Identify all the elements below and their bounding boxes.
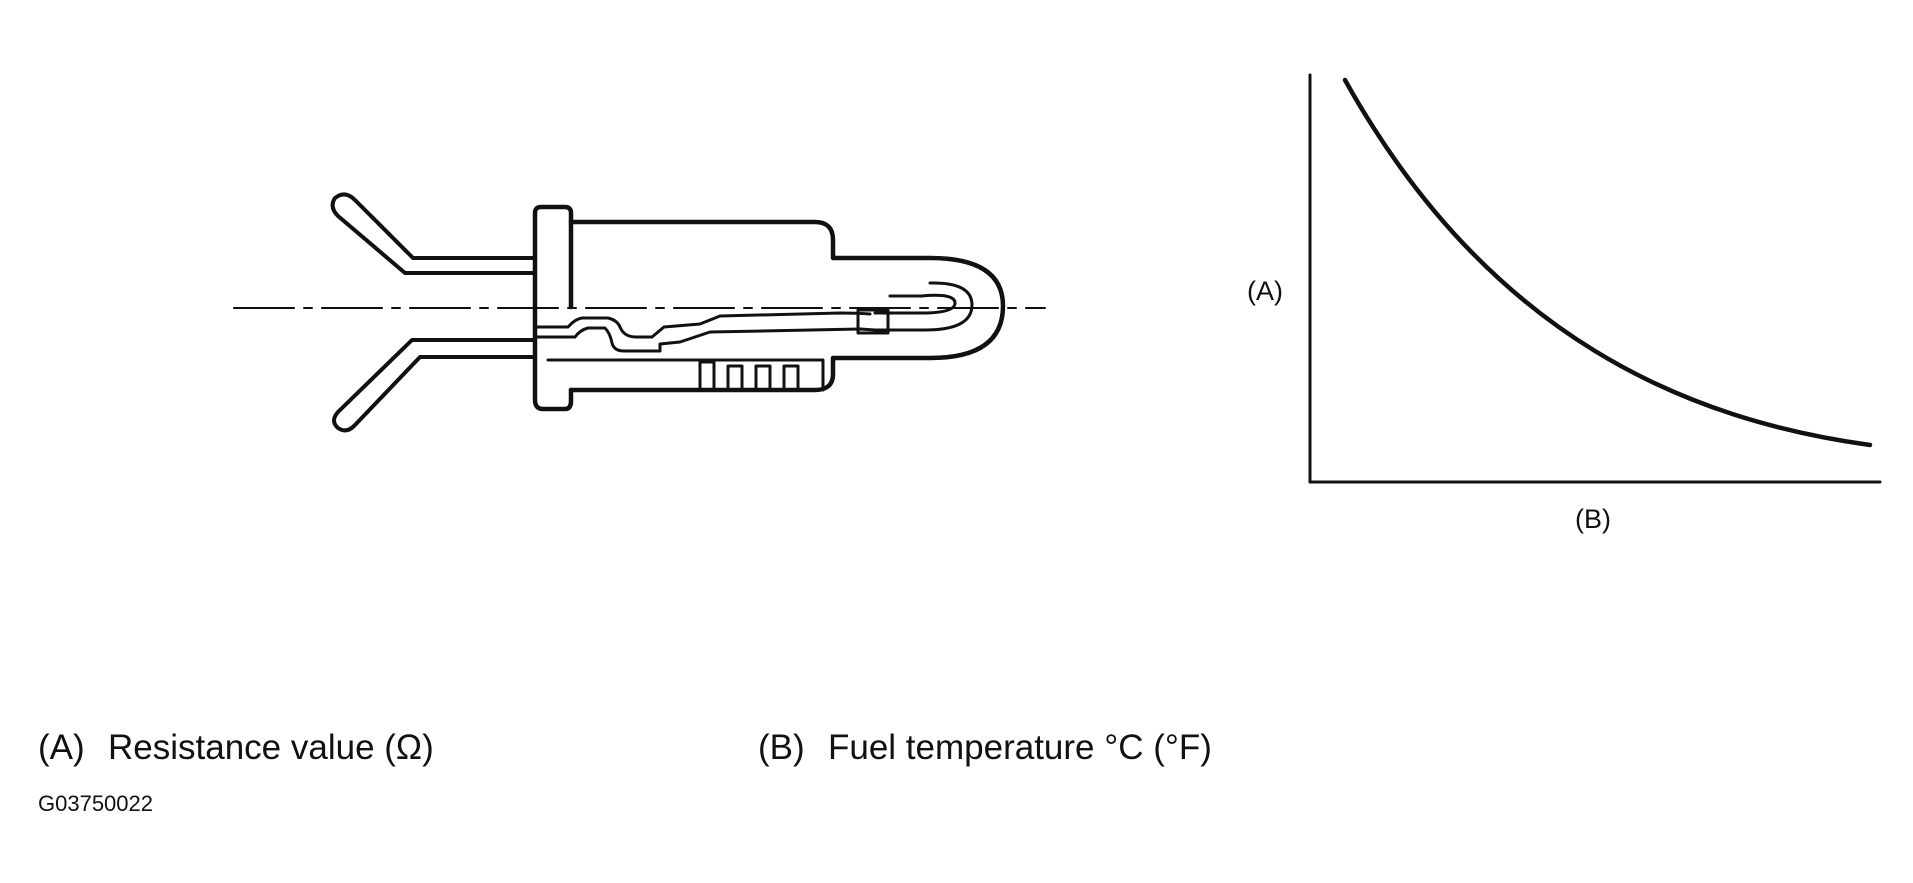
legend-key-b: (B): [758, 728, 805, 767]
thermistor-element: [856, 308, 890, 335]
sensor-flange: [532, 204, 574, 412]
upper-terminal-lead: [330, 192, 535, 275]
legend-text-b: Fuel temperature °C (°F): [828, 728, 1212, 767]
legend-item-b: (B) Fuel temperature °C (°F): [758, 730, 1212, 765]
comb-fins: [698, 360, 800, 392]
resistance-curve: [1342, 77, 1873, 448]
fuel-temperature-sensor-drawing: [233, 192, 1046, 433]
inner-element-lower: [535, 326, 877, 353]
resistance-temperature-graph: [1308, 73, 1882, 484]
y-axis-label: (A): [1247, 276, 1283, 306]
legend-item-a: (A) Resistance value (Ω): [38, 730, 434, 765]
sensor-body: [568, 219, 1006, 393]
x-axis-label: (B): [1575, 504, 1611, 534]
legend-key-a: (A): [38, 728, 85, 767]
lower-terminal-lead: [332, 338, 535, 433]
figure-code: G03750022: [38, 791, 153, 816]
legend-text-a: Resistance value (Ω): [108, 728, 434, 767]
inner-base-line: [546, 358, 825, 392]
inner-element-bend: [873, 281, 974, 332]
inner-element-upper: [535, 311, 872, 339]
